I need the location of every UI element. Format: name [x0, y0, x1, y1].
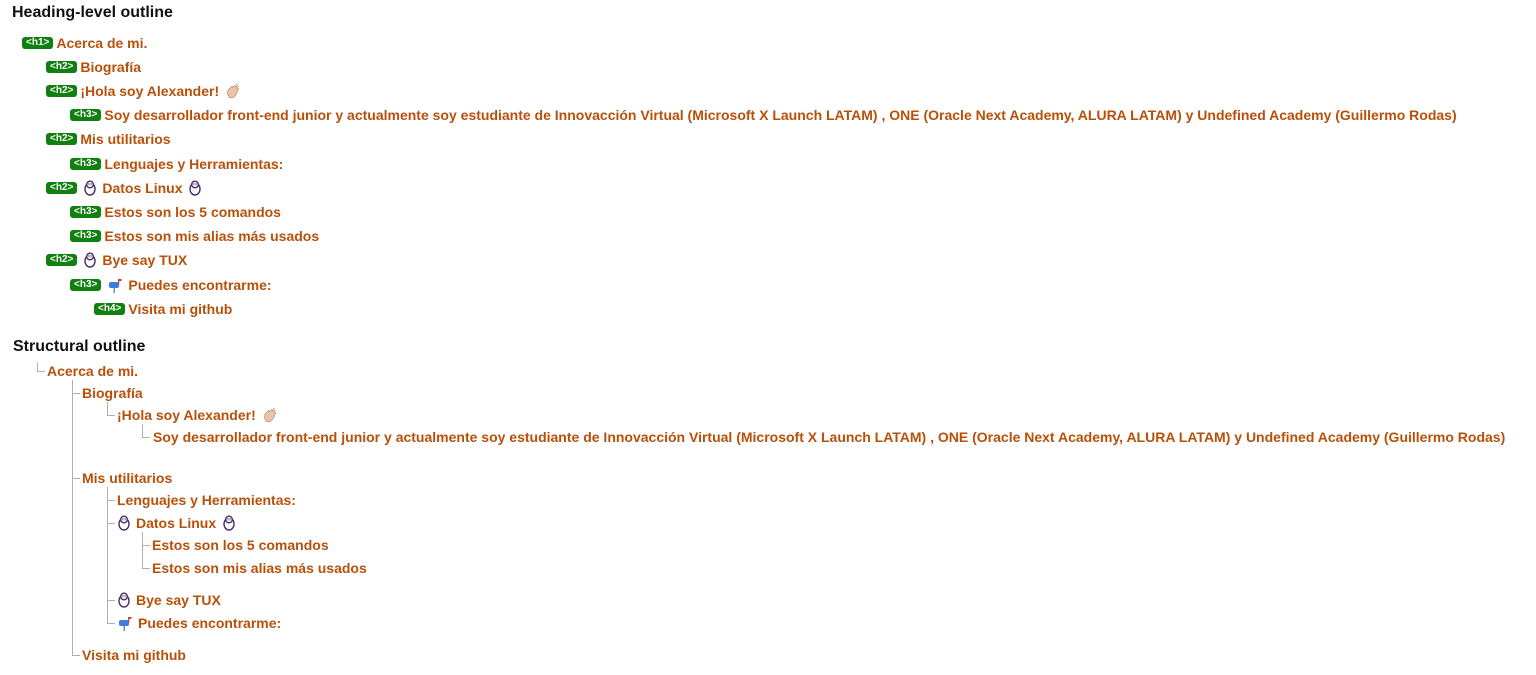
tree-item-label[interactable]: Acerca de mi.	[47, 363, 139, 379]
tree-line	[107, 402, 108, 415]
heading-item-label[interactable]: ¡Hola soy Alexander!	[80, 83, 220, 99]
heading-tag-h4: <h4>	[94, 303, 126, 315]
waving-hand-icon	[225, 83, 241, 99]
tree-line	[107, 623, 115, 624]
heading-item-label[interactable]: Puedes encontrarme:	[128, 277, 272, 293]
heading-item[interactable]: <h2> Bye say TUX	[46, 251, 187, 269]
heading-item-label[interactable]: Bye say TUX	[102, 252, 188, 268]
tree-item[interactable]: Lenguajes y Herramientas:	[117, 491, 296, 509]
penguin-icon	[83, 252, 97, 268]
tree-line	[107, 523, 115, 524]
penguin-icon	[117, 592, 131, 608]
heading-item-label[interactable]: Mis utilitarios	[80, 131, 171, 147]
tree-item[interactable]: Estos son mis alias más usados	[152, 559, 367, 577]
tree-line	[37, 371, 45, 372]
tree-line	[107, 500, 115, 501]
tree-line	[142, 437, 150, 438]
tree-item[interactable]: Estos son los 5 comandos	[152, 536, 329, 554]
tree-item-label[interactable]: Lenguajes y Herramientas:	[117, 492, 296, 508]
tree-item-label[interactable]: ¡Hola soy Alexander!	[117, 407, 256, 423]
heading-item[interactable]: <h3> Estos son los 5 comandos	[70, 203, 281, 221]
heading-outline-title: Heading-level outline	[12, 4, 173, 21]
tree-item[interactable]: Biografía	[82, 384, 143, 402]
penguin-icon	[83, 180, 97, 196]
penguin-icon	[222, 515, 236, 531]
heading-tag-h2: <h2>	[46, 133, 78, 145]
tree-line	[142, 545, 150, 546]
heading-item[interactable]: <h3> Lenguajes y Herramientas:	[70, 155, 283, 173]
heading-item-label[interactable]: Estos son mis alias más usados	[104, 228, 320, 244]
tree-item-label[interactable]: Biografía	[82, 385, 143, 401]
tree-line	[142, 532, 143, 568]
heading-tag-h2: <h2>	[46, 182, 78, 194]
tree-item-label[interactable]: Datos Linux	[136, 515, 217, 531]
heading-item[interactable]: <h2> ¡Hola soy Alexander!	[46, 82, 246, 100]
tree-line	[142, 568, 150, 569]
tree-item[interactable]: Acerca de mi.	[47, 362, 138, 380]
heading-item[interactable]: <h3> Puedes encontrarme:	[70, 276, 272, 294]
tree-item-label[interactable]: Puedes encontrarme:	[138, 615, 282, 631]
tree-line	[107, 415, 115, 416]
tree-item[interactable]: Puedes encontrarme:	[117, 614, 281, 632]
tree-item[interactable]: Bye say TUX	[117, 591, 221, 609]
tree-item[interactable]: Datos Linux	[117, 514, 241, 532]
penguin-icon	[188, 180, 202, 196]
heading-tag-h3: <h3>	[70, 158, 102, 170]
heading-item-label[interactable]: Visita mi github	[128, 301, 233, 317]
mailbox-icon	[107, 277, 123, 293]
tree-line	[72, 478, 80, 479]
tree-line	[142, 424, 143, 437]
tree-item-label[interactable]: Estos son los 5 comandos	[152, 537, 329, 553]
heading-tag-h3: <h3>	[70, 206, 102, 218]
tree-item-label[interactable]: Soy desarrollador front-end junior y act…	[153, 429, 1506, 445]
tree-item-label[interactable]: Estos son mis alias más usados	[152, 560, 367, 576]
tree-item[interactable]: ¡Hola soy Alexander!	[117, 406, 283, 424]
tree-item[interactable]: Soy desarrollador front-end junior y act…	[153, 428, 1505, 446]
heading-tag-h2: <h2>	[46, 85, 78, 97]
heading-item[interactable]: <h3> Soy desarrollador front-end junior …	[70, 106, 1457, 124]
tree-item-label[interactable]: Mis utilitarios	[82, 470, 173, 486]
heading-tag-h3: <h3>	[70, 279, 102, 291]
heading-item[interactable]: <h1> Acerca de mi.	[22, 34, 147, 52]
heading-item[interactable]: <h2> Mis utilitarios	[46, 130, 171, 148]
heading-item-label[interactable]: Biografía	[80, 59, 142, 75]
heading-item-label[interactable]: Estos son los 5 comandos	[104, 204, 281, 220]
heading-item[interactable]: <h2> Datos Linux	[46, 179, 207, 197]
mailbox-icon	[117, 615, 133, 631]
tree-item-label[interactable]: Visita mi github	[82, 647, 186, 663]
heading-item-label[interactable]: Acerca de mi.	[56, 35, 148, 51]
heading-item-label[interactable]: Lenguajes y Herramientas:	[104, 156, 284, 172]
heading-tag-h2: <h2>	[46, 254, 78, 266]
tree-line	[107, 600, 115, 601]
heading-tag-h1: <h1>	[22, 37, 54, 49]
structural-outline-title: Structural outline	[13, 338, 146, 355]
penguin-icon	[117, 515, 131, 531]
tree-line	[72, 393, 80, 394]
heading-item-label[interactable]: Datos Linux	[102, 180, 183, 196]
tree-line	[107, 487, 108, 623]
waving-hand-icon	[262, 407, 278, 423]
tree-line	[72, 380, 73, 655]
heading-item[interactable]: <h2> Biografía	[46, 58, 141, 76]
tree-line	[72, 655, 80, 656]
tree-item[interactable]: Mis utilitarios	[82, 469, 172, 487]
heading-tag-h2: <h2>	[46, 61, 78, 73]
heading-item[interactable]: <h3> Estos son mis alias más usados	[70, 227, 319, 245]
tree-item-label[interactable]: Bye say TUX	[136, 592, 221, 608]
heading-item-label[interactable]: Soy desarrollador front-end junior y act…	[104, 107, 1457, 123]
tree-item[interactable]: Visita mi github	[82, 646, 186, 664]
heading-tag-h3: <h3>	[70, 109, 102, 121]
tree-line	[37, 362, 38, 371]
heading-item[interactable]: <h4> Visita mi github	[94, 300, 232, 318]
heading-tag-h3: <h3>	[70, 230, 102, 242]
